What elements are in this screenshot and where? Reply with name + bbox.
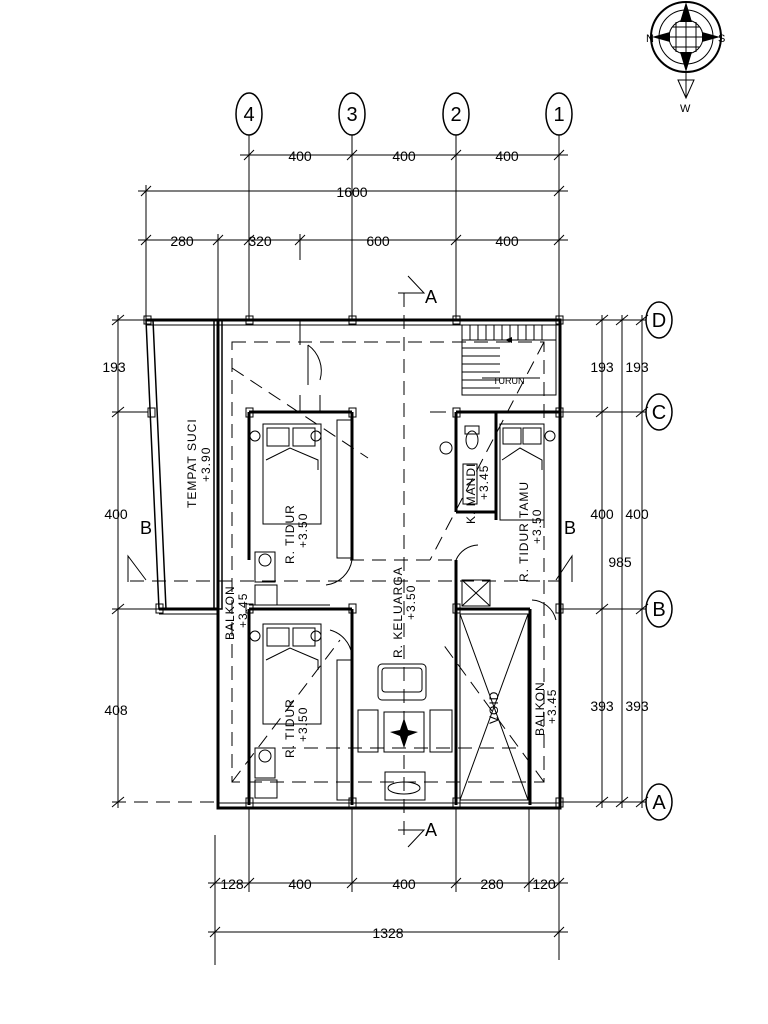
label-tidur-top-level: +3.50 xyxy=(296,513,310,548)
dim-bottom-400a: 400 xyxy=(288,876,312,892)
dim-right-total-985: 985 xyxy=(608,554,632,570)
compass-icon: N S W xyxy=(646,1,725,115)
bed-bottom xyxy=(249,623,322,725)
dim-right-inner-193: 193 xyxy=(590,359,614,375)
label-tidur-top: R. TIDUR xyxy=(283,504,297,564)
compass-east-letter: S xyxy=(718,33,725,45)
bathroom-fixtures xyxy=(430,411,480,505)
dim-bottom-128: 128 xyxy=(220,876,244,892)
grid-col-1: 1 xyxy=(553,104,564,126)
label-tidur-bottom: R. TIDUR xyxy=(283,698,297,758)
section-b-right: B xyxy=(564,518,576,538)
grid-row-c: C xyxy=(652,402,666,424)
label-balkon-right: BALKON xyxy=(533,681,547,736)
dim-bottom-280: 280 xyxy=(480,876,504,892)
label-void: VOID xyxy=(487,691,501,724)
label-balkon-left-level: +3.45 xyxy=(236,593,250,628)
label-keluarga-level: +3.50 xyxy=(404,585,418,620)
grid-column-markers: 4 3 2 1 xyxy=(235,92,573,320)
dim-right-outer-400: 400 xyxy=(625,506,649,522)
left-dimensions: 193 400 408 xyxy=(102,314,218,808)
bed-top xyxy=(249,423,322,525)
dim-left-193: 193 xyxy=(102,359,126,375)
section-markers: A A B B xyxy=(127,275,576,848)
section-b-left: B xyxy=(140,518,152,538)
dim-seg-320: 320 xyxy=(248,233,272,249)
dim-left-400: 400 xyxy=(104,506,128,522)
compass-north-letter: N xyxy=(646,33,654,45)
dim-right-inner-393: 393 xyxy=(590,698,614,714)
label-tidur-bottom-level: +3.50 xyxy=(296,707,310,742)
dim-seg-400: 400 xyxy=(495,233,519,249)
dim-seg-600: 600 xyxy=(366,233,390,249)
dim-right-outer-193: 193 xyxy=(625,359,649,375)
grid-row-a: A xyxy=(652,792,666,814)
living-furniture xyxy=(357,663,453,801)
dim-seg-280: 280 xyxy=(170,233,194,249)
label-kamandi: K. MANDI xyxy=(464,463,478,524)
right-dimensions: 193 400 393 193 400 393 985 xyxy=(560,314,649,808)
turun-label: TURUN xyxy=(493,376,525,386)
label-tempat-suci: TEMPAT SUCI xyxy=(185,418,199,508)
grid-col-4: 4 xyxy=(243,104,254,126)
void-area xyxy=(459,579,529,801)
dim-total-1600: 1600 xyxy=(336,184,367,200)
label-tidur-tamu: R. TIDUR TAMU xyxy=(517,481,531,582)
grid-col-2: 2 xyxy=(450,104,461,126)
grid-row-markers: D C B A xyxy=(645,301,673,821)
section-a-top: A xyxy=(425,287,437,307)
bottom-dimensions: 128 400 400 280 120 1328 xyxy=(208,808,568,965)
top-dimensions: 400 400 400 1600 280 320 600 400 xyxy=(138,148,568,320)
building-walls xyxy=(143,315,564,810)
label-balkon-left: BALKON xyxy=(223,585,237,640)
label-tempat-suci-level: +3.90 xyxy=(199,447,213,482)
grid-row-b: B xyxy=(652,599,665,621)
dim-top-2: 400 xyxy=(392,148,416,164)
dim-top-1: 400 xyxy=(288,148,312,164)
dim-right-inner-400: 400 xyxy=(590,506,614,522)
dim-total-1328: 1328 xyxy=(372,925,403,941)
grid-row-d: D xyxy=(652,310,666,332)
label-keluarga: R. KELUARGA xyxy=(391,566,405,658)
bed-guest xyxy=(499,423,556,521)
dim-right-outer-393: 393 xyxy=(625,698,649,714)
compass-south-letter: W xyxy=(680,103,691,115)
door-swings xyxy=(307,344,557,656)
label-balkon-right-level: +3.45 xyxy=(545,689,559,724)
label-kamandi-level: +3.45 xyxy=(477,465,491,500)
dim-bottom-400b: 400 xyxy=(392,876,416,892)
section-a-bottom: A xyxy=(425,820,437,840)
dim-left-408: 408 xyxy=(104,702,128,718)
desk-chairs xyxy=(254,551,278,799)
room-labels: TEMPAT SUCI +3.90 BALKON +3.45 R. TIDUR … xyxy=(185,418,559,758)
label-tidur-tamu-level: +3.50 xyxy=(530,509,544,544)
dim-bottom-120: 120 xyxy=(532,876,556,892)
dim-top-3: 400 xyxy=(495,148,519,164)
staircase: TURUN xyxy=(461,324,557,396)
grid-col-3: 3 xyxy=(346,104,357,126)
